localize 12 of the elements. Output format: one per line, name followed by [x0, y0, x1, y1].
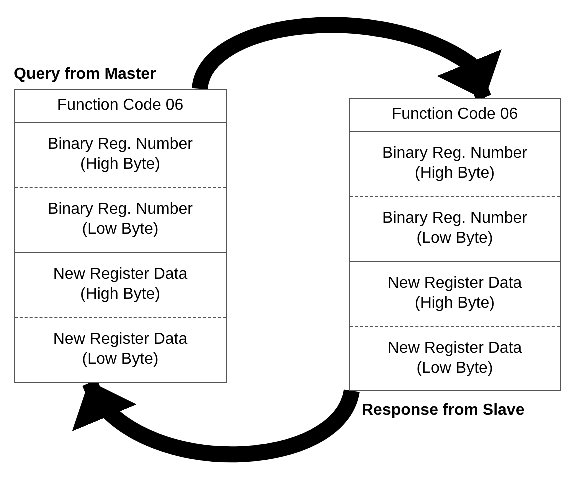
field-label: New Register Data (Low Byte)	[52, 330, 189, 370]
frame-heading: Query from Master	[14, 66, 156, 84]
field-label: Function Code 06	[57, 96, 184, 116]
field-label: Binary Reg. Number (Low Byte)	[47, 200, 194, 240]
field-label: Function Code 06	[392, 105, 518, 125]
field-label: New Register Data (High Byte)	[52, 265, 189, 305]
field-label: New Register Data (High Byte)	[386, 274, 524, 314]
field-label: New Register Data (Low Byte)	[386, 339, 524, 379]
frame-heading: Response from Slave	[362, 402, 525, 420]
field-label: Binary Reg. Number (Low Byte)	[382, 209, 528, 249]
field-label: Binary Reg. Number (High Byte)	[47, 135, 194, 175]
field-label: Binary Reg. Number (High Byte)	[382, 144, 528, 184]
